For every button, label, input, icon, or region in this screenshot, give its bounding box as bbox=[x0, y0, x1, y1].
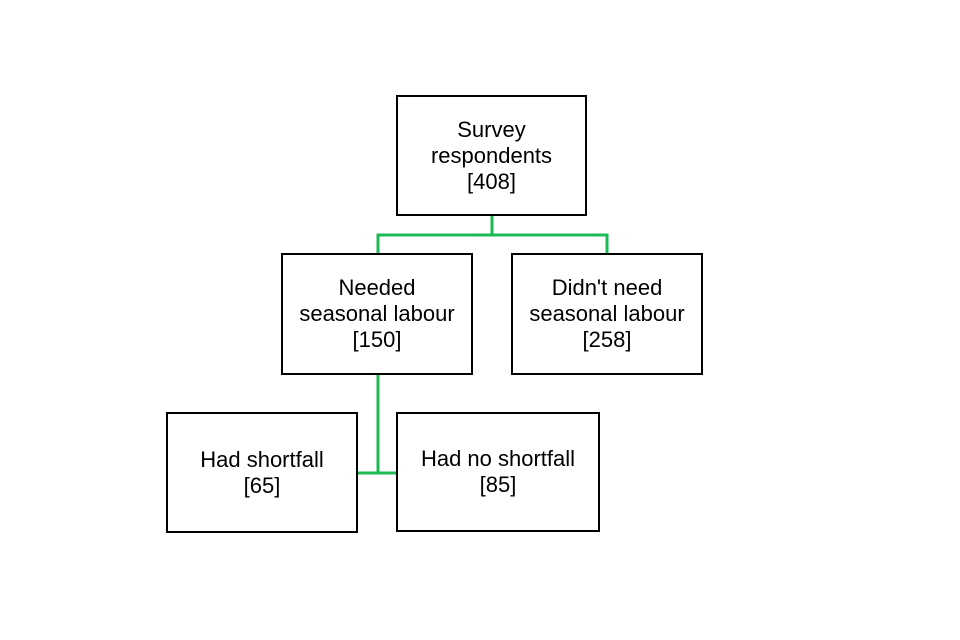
node-needed-seasonal-labour: Needed seasonal labour [150] bbox=[281, 253, 473, 375]
node-survey-respondents: Survey respondents [408] bbox=[396, 95, 587, 216]
node-didnt-need-seasonal-labour: Didn't need seasonal labour [258] bbox=[511, 253, 703, 375]
node-had-shortfall: Had shortfall [65] bbox=[166, 412, 358, 533]
node-no-shortfall-count: [85] bbox=[479, 472, 517, 497]
node-had-shortfall-count: [65] bbox=[243, 472, 281, 498]
node-no-shortfall-line-1: Had no shortfall bbox=[420, 446, 576, 471]
connector-needed-to-level3 bbox=[358, 375, 396, 475]
node-survey-respondents-count: [408] bbox=[467, 168, 516, 194]
node-had-no-shortfall: Had no shortfall [85] bbox=[396, 412, 600, 532]
node-had-shortfall-line-1: Had shortfall bbox=[200, 446, 324, 472]
node-needed-count: [150] bbox=[352, 327, 402, 352]
node-survey-respondents-line-2: respondents bbox=[430, 142, 553, 168]
node-needed-line-2: seasonal labour bbox=[299, 301, 455, 326]
node-survey-respondents-line-1: Survey bbox=[457, 116, 526, 142]
node-not-needed-line-2: seasonal labour bbox=[529, 301, 685, 326]
node-not-needed-line-1: Didn't need bbox=[551, 275, 663, 300]
node-needed-line-1: Needed bbox=[338, 275, 416, 300]
connector-root-to-level2 bbox=[376, 216, 609, 253]
node-not-needed-count: [258] bbox=[582, 327, 632, 352]
